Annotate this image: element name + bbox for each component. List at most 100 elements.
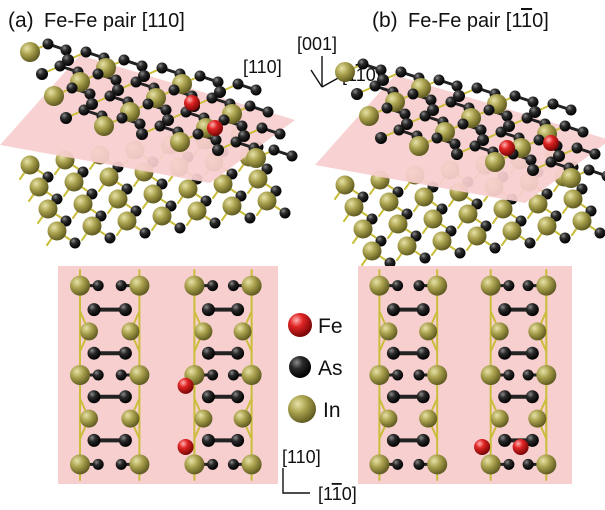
fe-atom <box>177 438 194 455</box>
in-atom <box>241 454 262 475</box>
as-atom <box>118 54 130 66</box>
as-atom <box>116 112 128 124</box>
axis2d-1-10-post: 0] <box>342 484 357 504</box>
axis-2d-lines <box>282 468 310 494</box>
axis2d-1-10-label: [110] <box>318 484 357 504</box>
as-atom <box>375 235 387 247</box>
as-atom <box>138 70 150 82</box>
as-atom <box>571 142 583 154</box>
as-atom <box>416 390 430 404</box>
in-atom <box>121 409 140 428</box>
topview-panel-b <box>358 266 572 484</box>
as-atom <box>118 433 132 447</box>
in-atom <box>485 152 505 172</box>
as-atom <box>154 120 166 132</box>
as-atom <box>227 280 239 292</box>
as-atom <box>498 433 512 447</box>
in-atom <box>480 275 501 296</box>
as-atom <box>207 280 219 292</box>
panel-a-tag: (a) <box>8 9 34 32</box>
panel-a-title-text: Fe-Fe pair [110] <box>44 10 185 32</box>
as-atom <box>522 458 534 470</box>
as-atom <box>36 68 48 80</box>
as-atom <box>541 188 553 200</box>
in-atom <box>379 322 398 341</box>
legend-item-fe: Fe <box>288 313 343 338</box>
in-atom <box>335 62 355 82</box>
as-atom <box>451 80 463 92</box>
in-atom <box>419 409 438 428</box>
as-atom <box>357 58 369 70</box>
as-atom <box>201 433 215 447</box>
in-atom <box>129 275 150 296</box>
in-atom <box>427 365 448 385</box>
legend-in-swatch <box>288 395 316 423</box>
as-atom <box>231 390 245 404</box>
in-atom <box>467 226 487 246</box>
in-atom <box>184 275 205 296</box>
as-atom <box>451 148 463 160</box>
axis2d-1-10-bar: 1 <box>332 484 342 504</box>
in-atom <box>458 204 478 224</box>
in-atom <box>353 219 373 239</box>
as-atom <box>545 156 557 168</box>
as-atom <box>386 346 400 360</box>
in-atom <box>194 409 213 428</box>
as-atom <box>279 207 291 219</box>
as-atom <box>42 38 54 50</box>
as-atom <box>286 150 298 162</box>
in-atom <box>335 175 355 195</box>
as-atom <box>226 168 238 180</box>
as-atom <box>449 138 461 150</box>
in-atom <box>82 216 102 236</box>
as-atom <box>416 433 430 447</box>
in-atom <box>187 201 207 221</box>
as-atom <box>401 118 413 130</box>
structure-3d-panel-a <box>0 38 298 249</box>
as-atom <box>503 458 515 470</box>
in-atom <box>99 167 119 187</box>
in-atom <box>493 199 513 219</box>
as-atom <box>136 128 148 140</box>
as-atom <box>436 203 448 215</box>
as-atom <box>525 154 537 166</box>
as-atom <box>525 390 539 404</box>
as-atom <box>87 390 101 404</box>
in-atom <box>233 409 252 428</box>
fe-atom <box>512 438 529 455</box>
as-atom <box>142 98 154 110</box>
as-atom <box>515 215 527 227</box>
as-atom <box>469 140 481 152</box>
as-atom <box>206 92 218 104</box>
as-atom <box>547 98 559 110</box>
as-atom <box>201 390 215 404</box>
in-atom <box>369 454 390 475</box>
as-atom <box>369 80 381 92</box>
as-atom <box>471 198 483 210</box>
as-atom <box>165 200 177 212</box>
as-atom <box>244 100 256 112</box>
as-atom <box>577 126 589 138</box>
as-atom <box>42 171 54 183</box>
in-atom <box>241 275 262 296</box>
legend-fe-swatch <box>288 313 312 337</box>
as-atom <box>416 303 430 317</box>
as-atom <box>375 64 387 76</box>
as-atom <box>583 164 595 176</box>
as-atom <box>115 458 127 470</box>
as-atom <box>218 114 230 126</box>
axis-3d-lines <box>310 56 341 88</box>
as-atom <box>453 90 465 102</box>
as-atom <box>231 303 245 317</box>
as-atom <box>86 188 98 200</box>
as-atom <box>115 280 127 292</box>
in-atom <box>369 275 390 296</box>
as-atom <box>475 124 487 136</box>
axis2d-1-10-pre: [1 <box>318 484 333 504</box>
as-atom <box>210 134 222 146</box>
as-atom <box>585 205 597 217</box>
legend-fe-label: Fe <box>318 315 343 338</box>
in-atom <box>44 86 64 106</box>
as-atom <box>483 104 495 116</box>
legend-as-label: As <box>318 357 343 380</box>
